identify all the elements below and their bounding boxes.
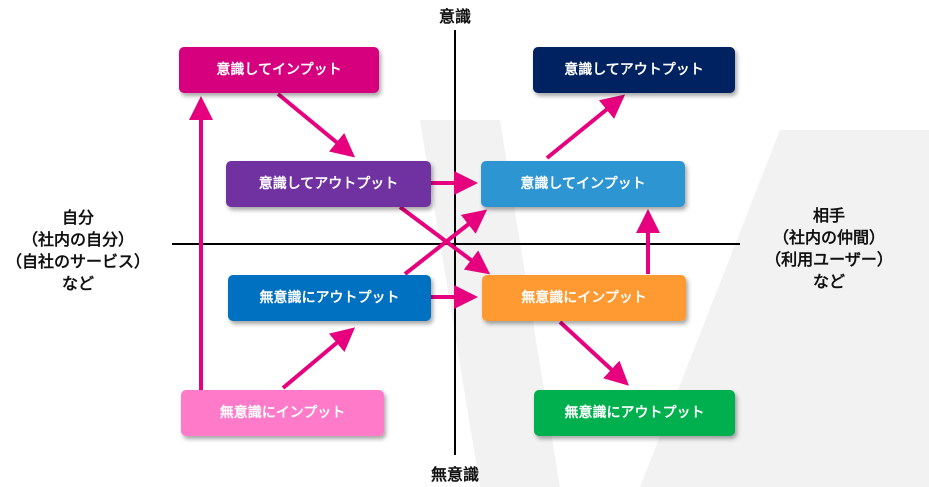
axis-label-right-line: 相手 [813, 206, 845, 225]
axis-label-left: 自分 （社内の自分） （自社のサービス） など [6, 208, 150, 293]
node-label: 無意識にアウトプット [260, 289, 400, 306]
arrow-self-unconscious-output-to-other-conscious-input [403, 209, 488, 276]
flow-arrows [189, 92, 660, 390]
node-self-conscious-output: 意識してアウトプット [226, 161, 431, 207]
node-label: 無意識にインプット [220, 404, 346, 421]
axis-label-left-line: （自社のサービス） [6, 252, 150, 271]
arrow-other-unconscious-input-to-other-unconscious-output [558, 320, 629, 386]
axis-label-right: 相手 （社内の仲間） （利用ユーザー） など [765, 206, 893, 291]
node-label: 意識してアウトプット [259, 175, 399, 192]
node-label: 意識してインプット [520, 175, 645, 192]
node-other-conscious-input: 意識してインプット [481, 161, 685, 207]
axis-label-top: 意識 [439, 7, 471, 26]
arrow-conscious-input-to-conscious-output [276, 92, 356, 158]
axis-label-left-line: 自分 [62, 208, 94, 227]
axis-label-right-line: など [813, 272, 845, 291]
node-label: 意識してアウトプット [564, 61, 704, 78]
node-other-unconscious-input: 無意識にインプット [482, 275, 686, 321]
node-self-unconscious-input: 無意識にインプット [181, 390, 384, 436]
arrow-other-conscious-input-to-other-conscious-output [545, 94, 626, 160]
arrow-self-unconscious-input-to-self-unconscious-output [281, 327, 356, 390]
arrow-self-conscious-output-to-other-unconscious-input [398, 205, 491, 275]
node-label: 意識してインプット [216, 61, 341, 78]
node-label: 無意識にインプット [521, 289, 647, 306]
node-self-conscious-input: 意識してインプット [179, 47, 379, 93]
axis-label-left-line: など [62, 274, 94, 293]
node-other-unconscious-output: 無意識にアウトプット [534, 390, 735, 436]
node-other-conscious-output: 意識してアウトプット [533, 47, 735, 93]
node-self-unconscious-output: 無意識にアウトプット [228, 275, 431, 321]
axis-label-bottom: 無意識 [431, 465, 479, 484]
axis-label-right-line: （利用ユーザー） [765, 250, 893, 269]
axis-label-left-line: （社内の自分） [22, 230, 134, 249]
node-label: 無意識にアウトプット [565, 404, 705, 421]
axis-label-right-line: （社内の仲間） [773, 228, 885, 247]
